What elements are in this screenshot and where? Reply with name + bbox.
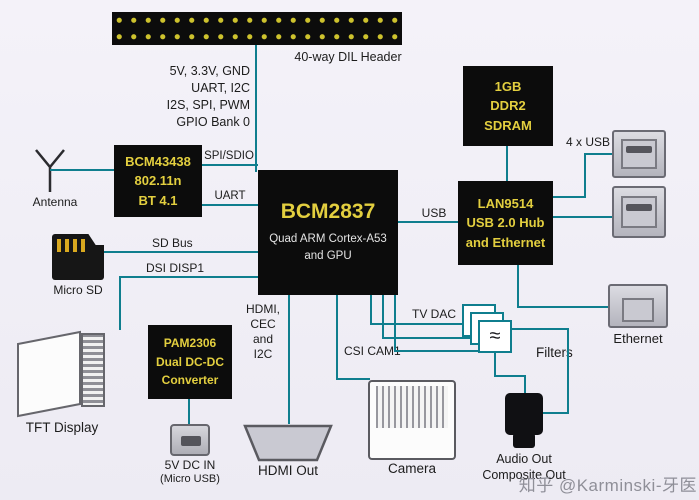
- micro-sd-label: Micro SD: [53, 283, 103, 297]
- wire-tvdac-1a: [370, 295, 372, 325]
- pam2306-chip: PAM2306 Dual DC-DC Converter: [148, 325, 232, 399]
- wire-csi-a: [336, 295, 338, 380]
- pam2306-line1: PAM2306: [163, 336, 217, 351]
- wire-usb-port2: [553, 216, 612, 218]
- bcm43438-line2: 802.11n: [134, 173, 182, 189]
- sdram-chip: 1GB DDR2 SDRAM: [463, 66, 553, 146]
- sdram-line3: SDRAM: [484, 117, 532, 133]
- micro-sd-icon: [52, 234, 104, 280]
- usb-port-icon-2: [612, 186, 666, 238]
- wire-usb-port1-c: [584, 153, 612, 155]
- bcm43438-chip: BCM43438 802.11n BT 4.1: [114, 145, 202, 217]
- wire-av-out-f: [524, 375, 526, 395]
- pam2306-line3: Converter: [161, 373, 219, 388]
- filter-symbol: ≈: [489, 325, 501, 347]
- wire-spi-sdio: [202, 164, 258, 166]
- wire-power: [188, 399, 190, 424]
- hdmi-out-label: HDMI Out: [257, 463, 318, 478]
- wire-ethernet-b: [517, 306, 608, 308]
- bcm2837-chip: BCM2837 Quad ARM Cortex-A53 and GPU: [258, 170, 398, 295]
- watermark: 知乎 @Karminski-牙医: [518, 476, 697, 495]
- lan9514-line2: USB 2.0 Hub: [466, 215, 545, 231]
- sdram-line1: 1GB: [494, 78, 522, 94]
- wire-av-out-c: [543, 412, 569, 414]
- wire-tvdac-3a: [394, 295, 396, 352]
- gpio-signals-line4: GPIO Bank 0: [176, 115, 250, 129]
- audio-out-label: Audio Out: [496, 452, 552, 466]
- sdram-line2: DDR2: [490, 98, 526, 114]
- usb-bus-label: USB: [421, 206, 447, 220]
- wire-tvdac-1b: [370, 323, 463, 325]
- camera-icon: [368, 380, 456, 460]
- wire-usb-port1-a: [553, 196, 586, 198]
- ethernet-label: Ethernet: [613, 331, 663, 346]
- wire-gpio-header: [255, 45, 257, 172]
- gpio-signals-note: 5V, 3.3V, GND UART, I2C I2S, SPI, PWM GP…: [148, 63, 250, 131]
- av-jack-stub-icon: [513, 433, 535, 448]
- filter-icon-3: ≈: [478, 320, 512, 353]
- antenna-label: Antenna: [32, 195, 78, 209]
- wire-tvdac-3b: [394, 350, 480, 352]
- bcm43438-line3: BT 4.1: [138, 192, 178, 208]
- bcm2837-subtitle1: Quad ARM Cortex-A53: [269, 233, 387, 246]
- filters-label: Filters: [536, 345, 573, 360]
- wire-usb-bus: [398, 221, 458, 223]
- bcm43438-line1: BCM43438: [125, 153, 191, 169]
- bcm2837-subtitle2: and GPU: [304, 250, 352, 262]
- wire-dsi-a: [119, 276, 258, 278]
- av-jack-icon: [505, 393, 543, 435]
- gpio-header-label: 40-way DIL Header: [294, 50, 402, 64]
- antenna-icon: [35, 149, 65, 192]
- wire-av-out-a: [512, 328, 569, 330]
- hdmi-bus-line1: HDMI,: [246, 302, 280, 316]
- bcm2837-title: BCM2837: [280, 200, 376, 224]
- gpio-signals-line1: 5V, 3.3V, GND: [169, 64, 250, 78]
- tft-display-icon: [17, 330, 105, 418]
- ethernet-port-icon: [608, 284, 668, 328]
- hdmi-bus-line2: CEC and: [250, 317, 276, 346]
- usb-port-icon-1: [612, 130, 666, 178]
- wire-ethernet-a: [517, 265, 519, 308]
- gpio-header-icon: [112, 12, 402, 45]
- camera-label: Camera: [387, 461, 436, 476]
- hdmi-bus-line3: I2C: [253, 347, 273, 361]
- wire-sdram: [506, 146, 508, 181]
- micro-usb-icon: [170, 424, 210, 456]
- tft-display-label: TFT Display: [25, 420, 99, 435]
- wire-av-out-e: [494, 375, 526, 377]
- gpio-signals-line3: I2S, SPI, PWM: [166, 98, 250, 112]
- power-in-label2: (Micro USB): [160, 473, 220, 485]
- wire-antenna: [50, 169, 114, 171]
- gpio-signals-line2: UART, I2C: [191, 81, 250, 95]
- wire-csi-b: [336, 378, 370, 380]
- wire-uart: [202, 204, 258, 206]
- composite-out-label: Composite Out: [482, 468, 566, 482]
- wire-hdmi: [288, 295, 290, 424]
- hdmi-bus-label: HDMI, CEC and I2C: [240, 302, 286, 362]
- wire-usb-port1-b: [584, 153, 586, 198]
- wire-dsi-b: [119, 276, 121, 330]
- wire-tvdac-2a: [382, 295, 384, 339]
- wire-av-out-b: [567, 328, 569, 414]
- hdmi-out-icon: [243, 424, 333, 462]
- pam2306-line2: Dual DC-DC: [156, 354, 224, 369]
- lan9514-line3: and Ethernet: [465, 234, 546, 250]
- dsi-label: DSI DISP1: [146, 261, 205, 275]
- sd-bus-label: SD Bus: [152, 236, 193, 250]
- wire-tvdac-2b: [382, 337, 472, 339]
- usb4-label: 4 x USB: [566, 135, 611, 149]
- spi-sdio-label: SPI/SDIO: [204, 150, 254, 162]
- csi-label: CSI CAM1: [344, 344, 401, 358]
- tv-dac-label: TV DAC: [412, 307, 457, 321]
- lan9514-line1: LAN9514: [477, 195, 534, 211]
- wire-av-out-d: [494, 353, 496, 377]
- uart-label: UART: [214, 190, 246, 202]
- lan9514-chip: LAN9514 USB 2.0 Hub and Ethernet: [458, 181, 553, 265]
- power-in-label1: 5V DC IN: [164, 458, 216, 472]
- wire-sd-bus: [104, 251, 258, 253]
